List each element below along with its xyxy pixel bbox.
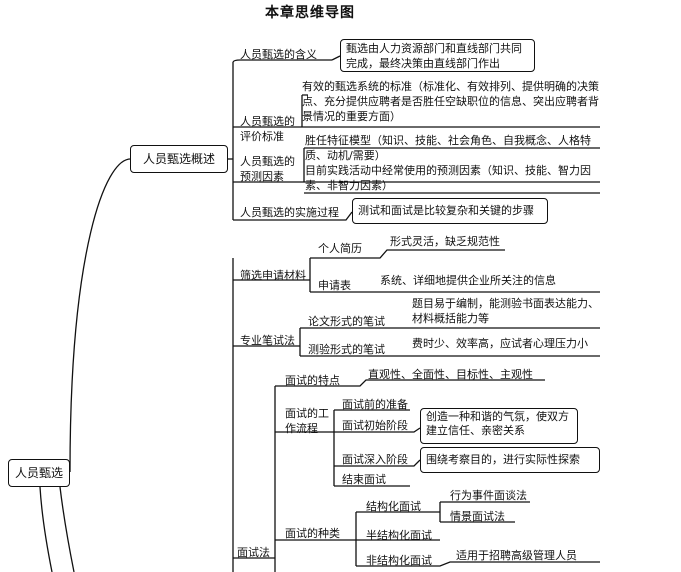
- form-label: 申请表: [318, 279, 351, 292]
- start-line: [334, 427, 421, 433]
- structured-item-1: 行为事件面谈法: [450, 489, 527, 502]
- workflow-start-label: 面试初始阶段: [342, 419, 408, 432]
- resume-label: 个人简历: [318, 242, 362, 255]
- screening-label: 筛选申请材料: [240, 269, 306, 282]
- page-title: 本章思维导图: [265, 5, 355, 21]
- workflow-prep: 面试前的准备: [342, 398, 408, 411]
- unstructured-label: 非结构化面试: [366, 554, 432, 567]
- resume-text: 形式灵活，缺乏规范性: [390, 235, 500, 248]
- root-to-lower-curve-2: [59, 486, 75, 572]
- root-to-lower-curve-1: [39, 486, 53, 572]
- structured-label: 结构化面试: [366, 500, 421, 513]
- unstructured-text: 适用于招聘高级管理人员: [456, 549, 577, 562]
- interview-label: 面试法: [237, 546, 270, 559]
- semi-structured-label: 半结构化面试: [366, 529, 432, 542]
- workflow-start-box: 创造一种和谐的气氛，使双方建立信任、亲密关系: [420, 408, 578, 444]
- structured-item-2: 情景面试法: [450, 510, 505, 523]
- meaning-label: 人员甄选的含义: [240, 48, 317, 61]
- form-text: 系统、详细地提供企业所关注的信息: [380, 274, 556, 287]
- workflow-deep-box: 围绕考察目的，进行实际性探索: [420, 447, 600, 473]
- predictors-current-text: 目前实践活动中经常使用的预测因素（知识、技能、智力因素、非智力因素）: [305, 164, 591, 192]
- evaluation-bracket: [301, 94, 600, 128]
- essay-label: 论文形式的笔试: [308, 315, 385, 328]
- meaning-text-box: 甄选由人力资源部门和直线部门共同完成，最终决策由直线部门作出: [340, 39, 535, 72]
- evaluation-text: 有效的甄选系统的标准（标准化、有效排列、提供明确的决策点、充分提供应聘者是否胜任…: [302, 80, 599, 123]
- workflow-label: 面试的工作流程: [285, 407, 329, 435]
- test-label: 测验形式的笔试: [308, 343, 385, 356]
- process-text-box: 测试和面试是比较复杂和关键的步骤: [352, 198, 548, 224]
- deep-line: [334, 459, 421, 467]
- structured-items-bracket: [439, 501, 530, 523]
- root-node: 人员甄选: [8, 459, 70, 487]
- written-label: 专业笔试法: [240, 334, 295, 347]
- predictors-label: 人员甄选的预测因素: [240, 155, 295, 183]
- workflow-deep-label: 面试深入阶段: [342, 453, 408, 466]
- meaning-underline: [232, 59, 332, 63]
- types-label: 面试的种类: [285, 527, 340, 540]
- workflow-end: 结束面试: [342, 473, 386, 486]
- unstructured-line: [356, 561, 600, 567]
- features-text: 直观性、全面性、目标性、主观性: [368, 368, 533, 381]
- process-label: 人员甄选的实施过程: [240, 206, 339, 219]
- resume-line: [310, 249, 505, 259]
- evaluation-label: 人员甄选的评价标准: [240, 115, 295, 143]
- predictors-bracket: [303, 147, 600, 183]
- essay-text: 题目易于编制，能测验书面表达能力、材料概括能力等: [412, 297, 599, 325]
- overview-node: 人员甄选概述: [130, 145, 228, 173]
- test-text: 费时少、效率高，应试者心理压力小: [412, 337, 588, 350]
- features-line: [275, 379, 545, 387]
- meaning-connector: [331, 55, 341, 61]
- predictors-competency-text: 胜任特征模型（知识、技能、社会角色、自我概念、人格特质、动机/需要）: [305, 134, 591, 162]
- features-label: 面试的特点: [285, 374, 340, 387]
- root-to-overview-curve: [69, 158, 131, 473]
- process-underline: [233, 211, 353, 221]
